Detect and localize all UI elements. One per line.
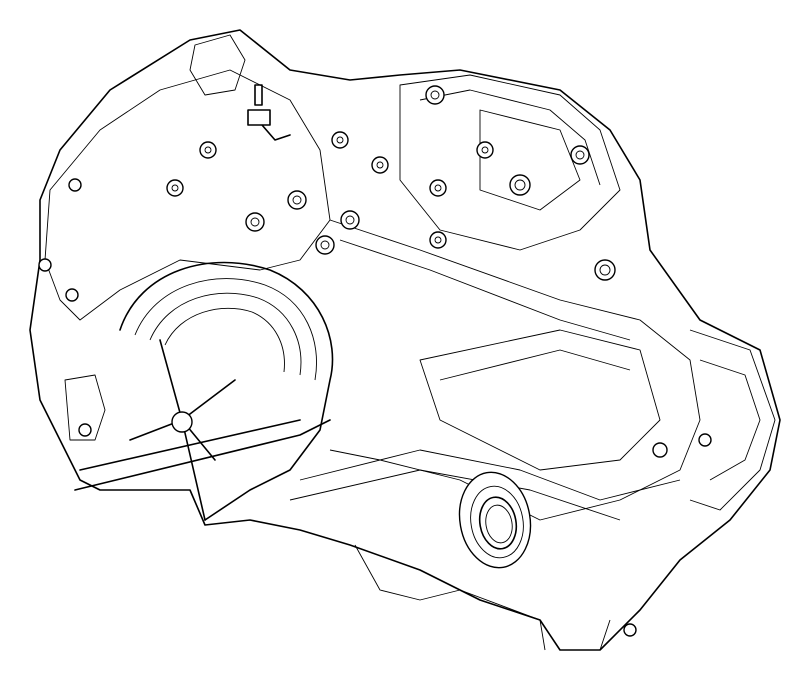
output-seal: [458, 471, 532, 569]
mount-bracket: [189, 34, 246, 96]
valve-body-cover: [399, 74, 621, 251]
end-cover: [689, 329, 776, 511]
axle-shaft: [74, 419, 331, 491]
bolt-bosses: [38, 85, 712, 637]
housing-outline: [29, 29, 781, 651]
main-case: [329, 219, 701, 521]
bell-housing: [44, 69, 331, 321]
oil-pan: [354, 544, 600, 651]
speed-sensor: [64, 374, 106, 441]
converter-dome: [119, 261, 334, 521]
center-hub: [171, 411, 193, 433]
sensor-stud: [247, 84, 291, 141]
